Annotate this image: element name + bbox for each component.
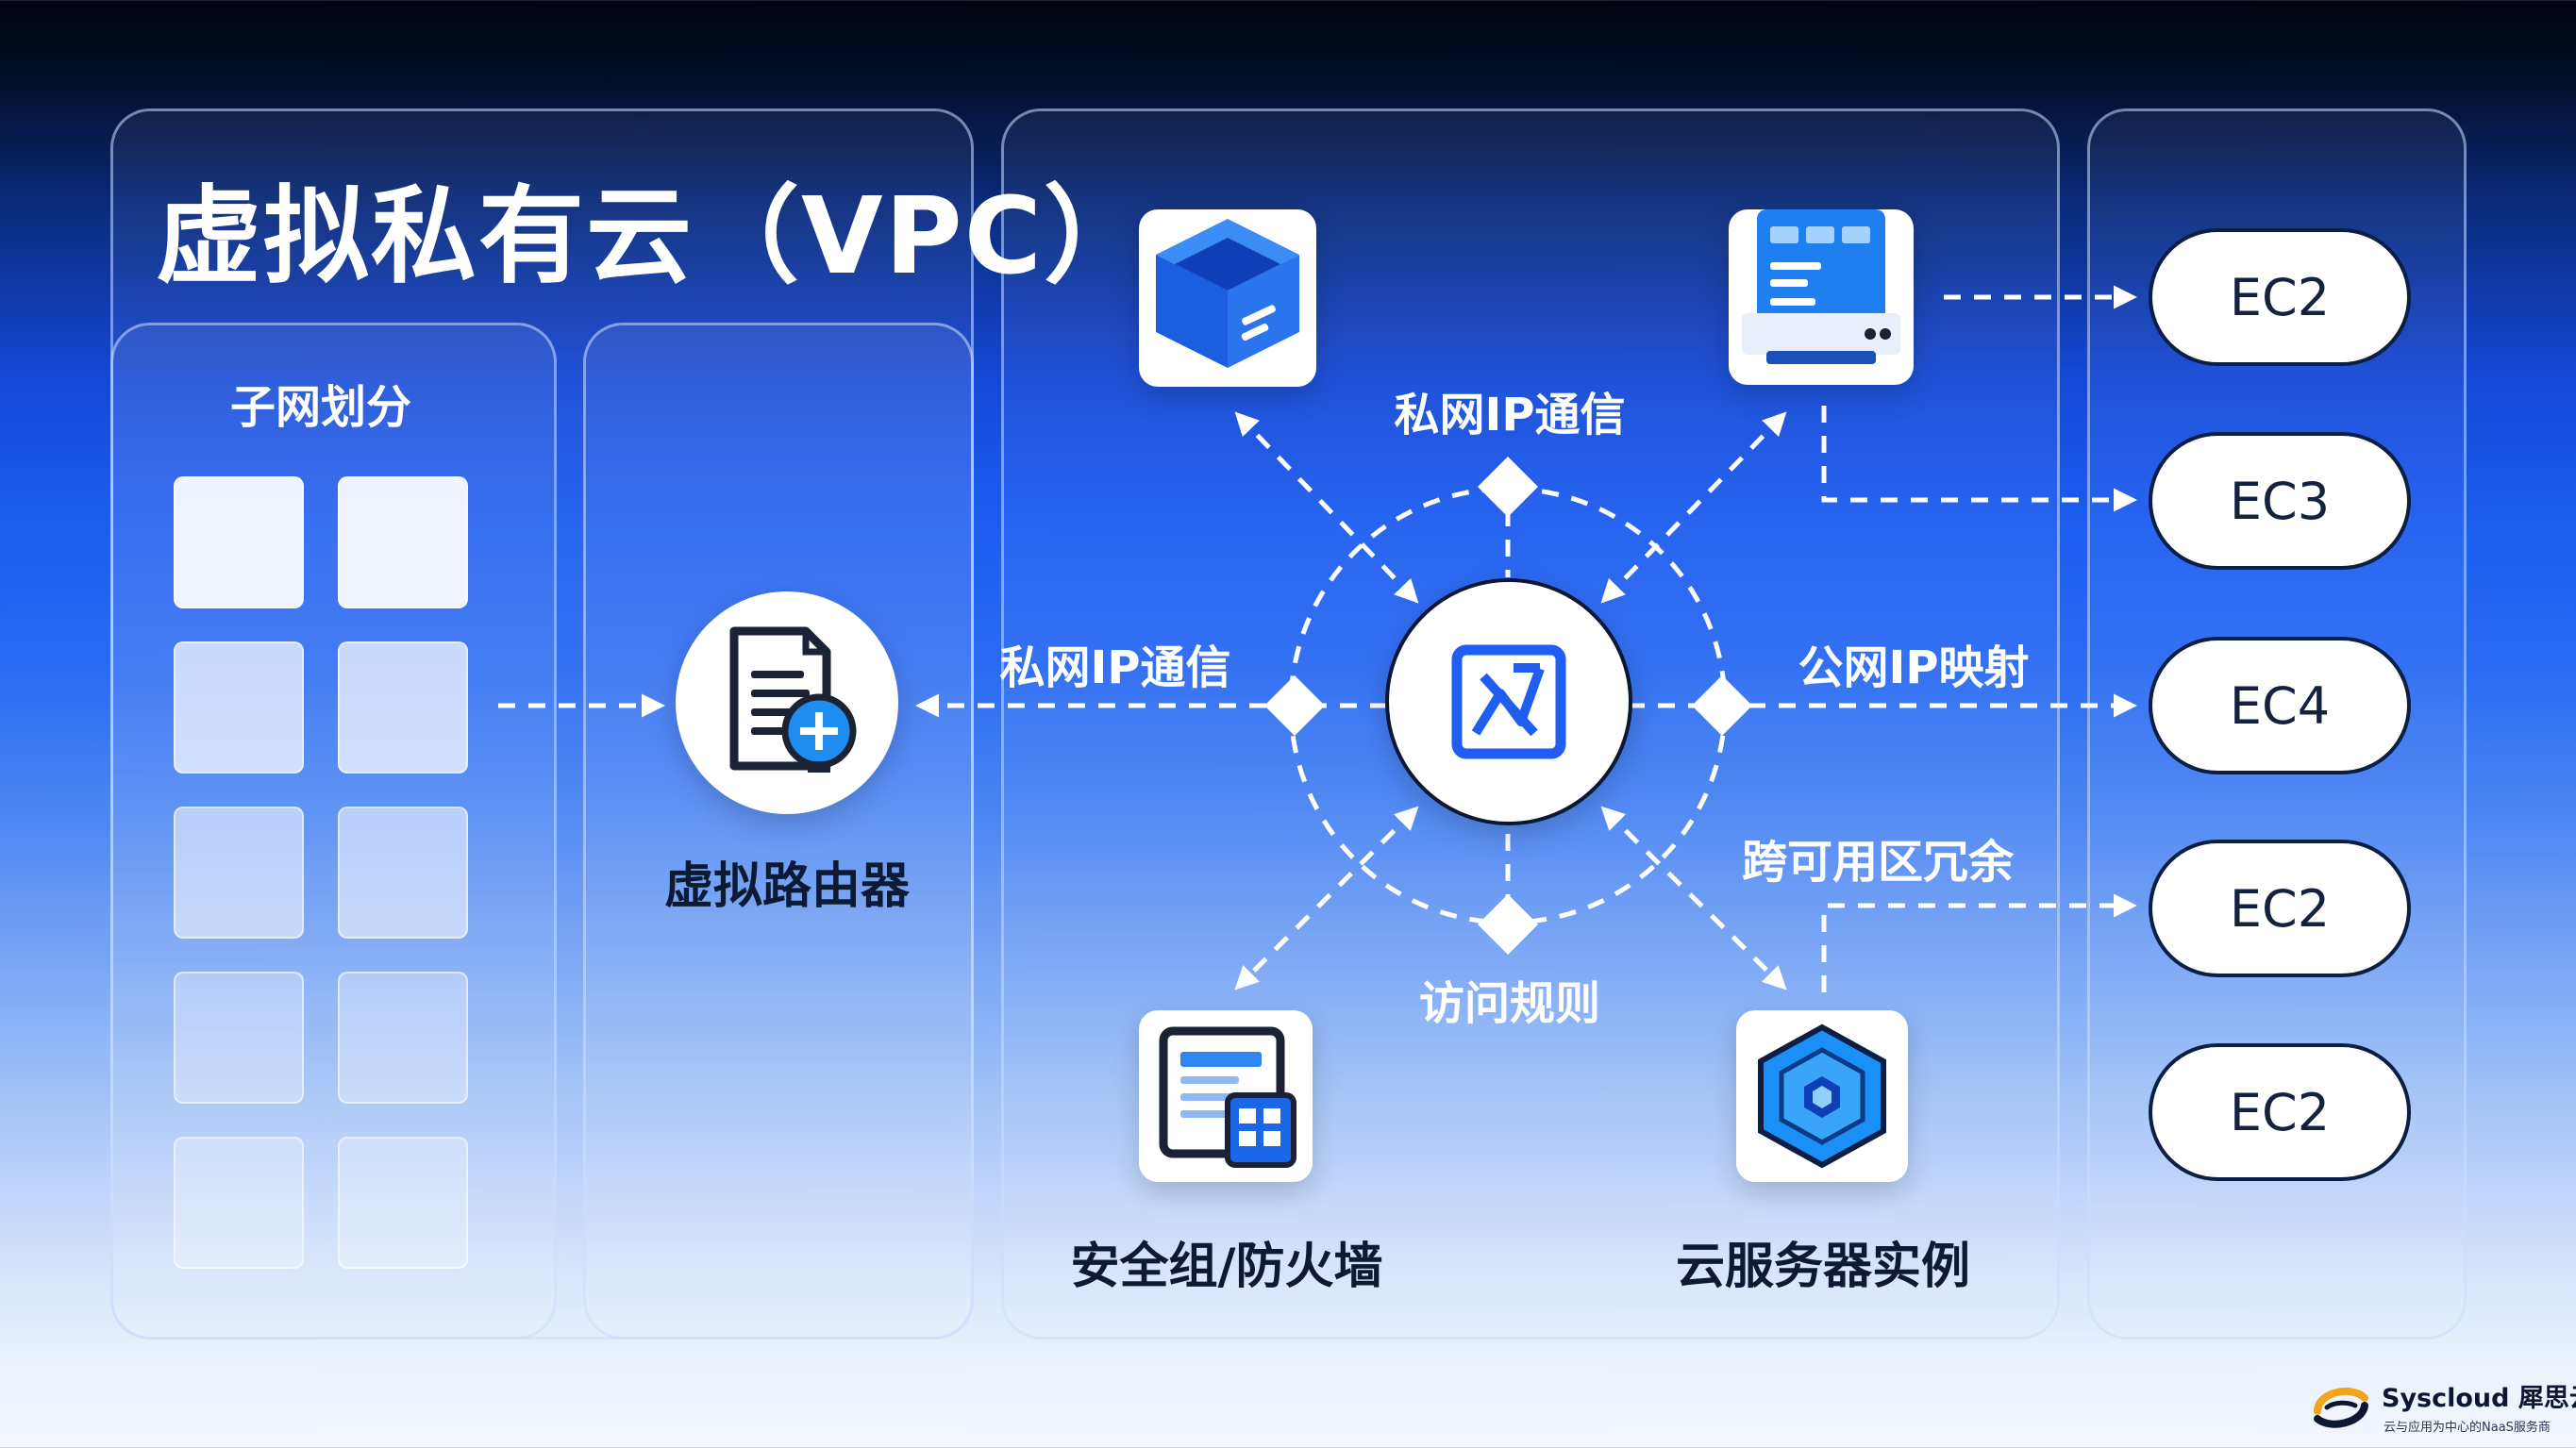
document-plus-icon — [729, 626, 857, 773]
private-ip-left-label: 私网IP通信 — [999, 641, 1231, 694]
storage-box-icon — [1156, 219, 1299, 368]
ring-right-diamond — [1692, 675, 1752, 736]
instance-pill[interactable]: EC4 — [2149, 637, 2411, 774]
subnet-label: 子网划分 — [229, 381, 412, 434]
instance-to-ec2-arrow — [1821, 893, 2137, 992]
ring-bottom-diamond — [1478, 894, 1538, 955]
cross-az-redundancy-label: 跨可用区冗余 — [1741, 836, 2015, 889]
server-instance-label: 云服务器实例 — [1675, 1239, 1971, 1295]
subnet-cell[interactable] — [174, 641, 304, 774]
server-to-ec3-arrow — [1821, 406, 2137, 512]
hub-instance-arrow — [1600, 806, 1787, 990]
router-node[interactable] — [676, 591, 898, 814]
private-ip-top-label: 私网IP通信 — [1394, 389, 1626, 441]
syscloud-logo: Syscloud 犀思云 云与应用为中心的NaaS服务商 — [2310, 1377, 2576, 1435]
router-label: 虚拟路由器 — [663, 858, 911, 915]
subnet-cell[interactable] — [338, 476, 468, 608]
hub-security-arrow — [1234, 806, 1419, 990]
monitor-grid-icon — [1159, 1026, 1296, 1168]
public-ip-mapping-label: 公网IP映射 — [1798, 641, 2030, 694]
access-rules-label: 访问规则 — [1418, 977, 1601, 1030]
ring-top-diamond — [1478, 457, 1538, 517]
hub-storage-arrow — [1234, 411, 1419, 604]
subnet-cell[interactable] — [338, 807, 468, 939]
hub-server-arrow — [1600, 411, 1787, 604]
page-title: 虚拟私有云（VPC） — [156, 175, 1151, 298]
logo-tagline: 云与应用为中心的NaaS服务商 — [2384, 1421, 2551, 1435]
storage-node[interactable] — [1139, 209, 1316, 387]
subnet-cell[interactable] — [174, 807, 304, 939]
instance-pill[interactable]: EC2 — [2149, 228, 2411, 366]
instance-pill[interactable]: EC2 — [2149, 1043, 2411, 1181]
router-panel — [583, 323, 974, 1340]
hexagon-cube-icon — [1758, 1024, 1886, 1169]
server-instance-node[interactable] — [1736, 1010, 1908, 1182]
vpc-hub-node[interactable] — [1385, 578, 1632, 825]
syscloud-logo-icon — [2314, 1387, 2368, 1428]
instance-pill[interactable]: EC2 — [2149, 840, 2411, 977]
subnet-cell[interactable] — [338, 972, 468, 1104]
subnet-cell[interactable] — [174, 1137, 304, 1269]
instance-pill[interactable]: EC3 — [2149, 432, 2411, 570]
logo-name: Syscloud 犀思云 — [2382, 1384, 2576, 1413]
network-hub-icon — [1451, 644, 1566, 759]
server-rack-icon — [1742, 209, 1900, 364]
security-group-node[interactable] — [1139, 1010, 1313, 1182]
subnet-cell[interactable] — [338, 1137, 468, 1269]
subnet-cell[interactable] — [338, 641, 468, 774]
subnet-cell[interactable] — [174, 476, 304, 608]
subnet-cell[interactable] — [174, 972, 304, 1104]
server-node[interactable] — [1729, 209, 1914, 385]
ring-left-diamond — [1264, 675, 1325, 736]
security-group-label: 安全组/防火墙 — [1070, 1239, 1383, 1295]
